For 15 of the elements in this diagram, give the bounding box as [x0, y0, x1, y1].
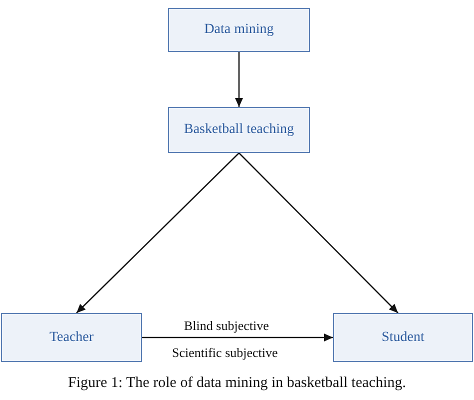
process-box [168, 107, 310, 153]
arrow [235, 52, 243, 107]
line-note: Scientific subjective [170, 345, 280, 361]
process-box [333, 313, 473, 362]
edge-label: Blind subjective [182, 318, 271, 334]
box-label: Basketball teaching [184, 122, 294, 138]
process-box [168, 8, 310, 52]
box-label: Student [382, 330, 424, 346]
arrow [76, 152, 240, 314]
box-label: Data mining [204, 22, 274, 38]
figure-caption: Figure 1: The role of data mining in basketball teaching. [67, 375, 407, 392]
box-label: Teacher [49, 330, 94, 346]
arrow [238, 152, 398, 314]
process-box [1, 313, 142, 362]
arrow [142, 334, 333, 342]
